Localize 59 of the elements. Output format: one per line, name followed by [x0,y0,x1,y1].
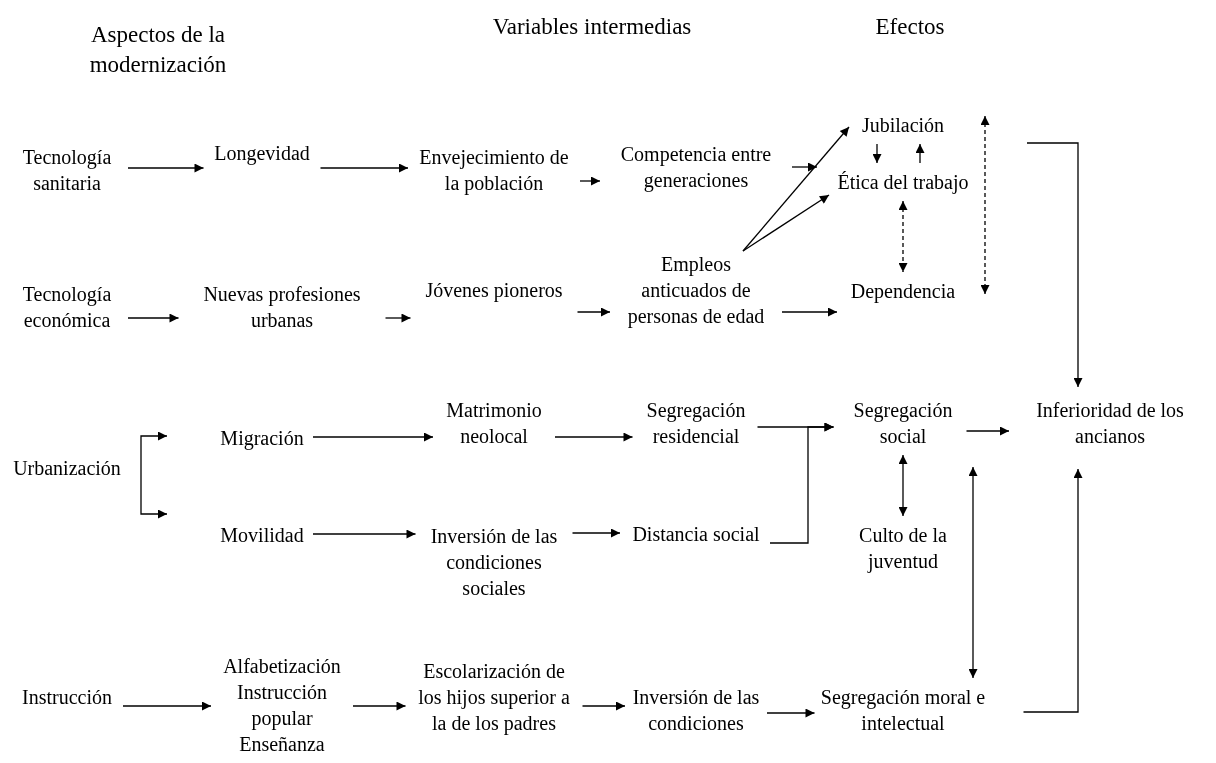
arrow [1026,142,1083,388]
concept-label: Longevidad [209,140,315,166]
arrow [781,307,838,317]
column-heading: Efectos [874,13,946,41]
arrow [965,426,1010,436]
concept-label: Segregación social [845,397,961,449]
concept-label: Dependencia [843,278,963,304]
arrow [791,162,818,172]
concept-label: Segregación moral e intelectual [820,684,986,736]
concept-label: Nuevas profesiones urbanas [184,281,380,333]
arrow [312,432,434,442]
arrow [581,701,626,711]
arrow [140,467,168,519]
arrow [872,143,882,164]
concept-label: Tecnología sanitaria [12,144,122,196]
arrow [1022,468,1083,713]
concept-label: Tecnología económica [12,281,122,333]
arrow [384,313,412,323]
arrow [579,176,601,186]
double-arrow [968,466,978,679]
concept-label: Movilidad [217,522,307,548]
arrow [312,529,417,539]
concept-label: Distancia social [626,521,766,547]
arrow [915,143,925,164]
concept-label: Inversión de las condiciones sociales [421,523,567,601]
concept-label: Matrimonio neolocal [439,397,549,449]
concept-label: Alfabetización Instrucción popular Enseñanza [217,653,347,757]
column-heading: Variables intermedias [491,13,693,41]
arrow [127,313,180,323]
arrow [352,701,407,711]
double-arrow [898,454,908,517]
concept-label: Migración [217,425,307,451]
concept-label: Ética del trabajo [823,169,983,195]
arrow [742,194,830,252]
concept-label: Urbanización [6,455,128,481]
concept-label: Segregación residencial [638,397,754,449]
arrow [769,422,835,544]
concept-label: Jóvenes pioneros [416,277,572,303]
concept-label: Inferioridad de los ancianos [1015,397,1205,449]
double-arrow [898,200,908,273]
double-arrow [980,115,990,295]
arrow [571,528,621,538]
concept-label: Instrucción [17,684,117,710]
concept-label: Escolarización de los hijos superior a la de los padres [411,658,577,736]
concept-label: Competencia entre generaciones [606,141,786,193]
concept-label: Culto de la juventud [850,522,956,574]
concept-label: Empleos anticuados de personas de edad [616,251,776,329]
arrow [576,307,611,317]
arrow [766,708,816,718]
arrow [742,126,850,252]
arrow [127,163,205,173]
concept-label: Inversión de las condiciones [631,684,761,736]
concept-label: Envejecimiento de la población [414,144,574,196]
arrow [319,163,409,173]
arrow [122,701,212,711]
column-heading: Aspectos de la modernización [88,21,228,79]
concept-label: Jubilación [853,112,953,138]
arrow [554,432,634,442]
arrow [140,431,168,469]
